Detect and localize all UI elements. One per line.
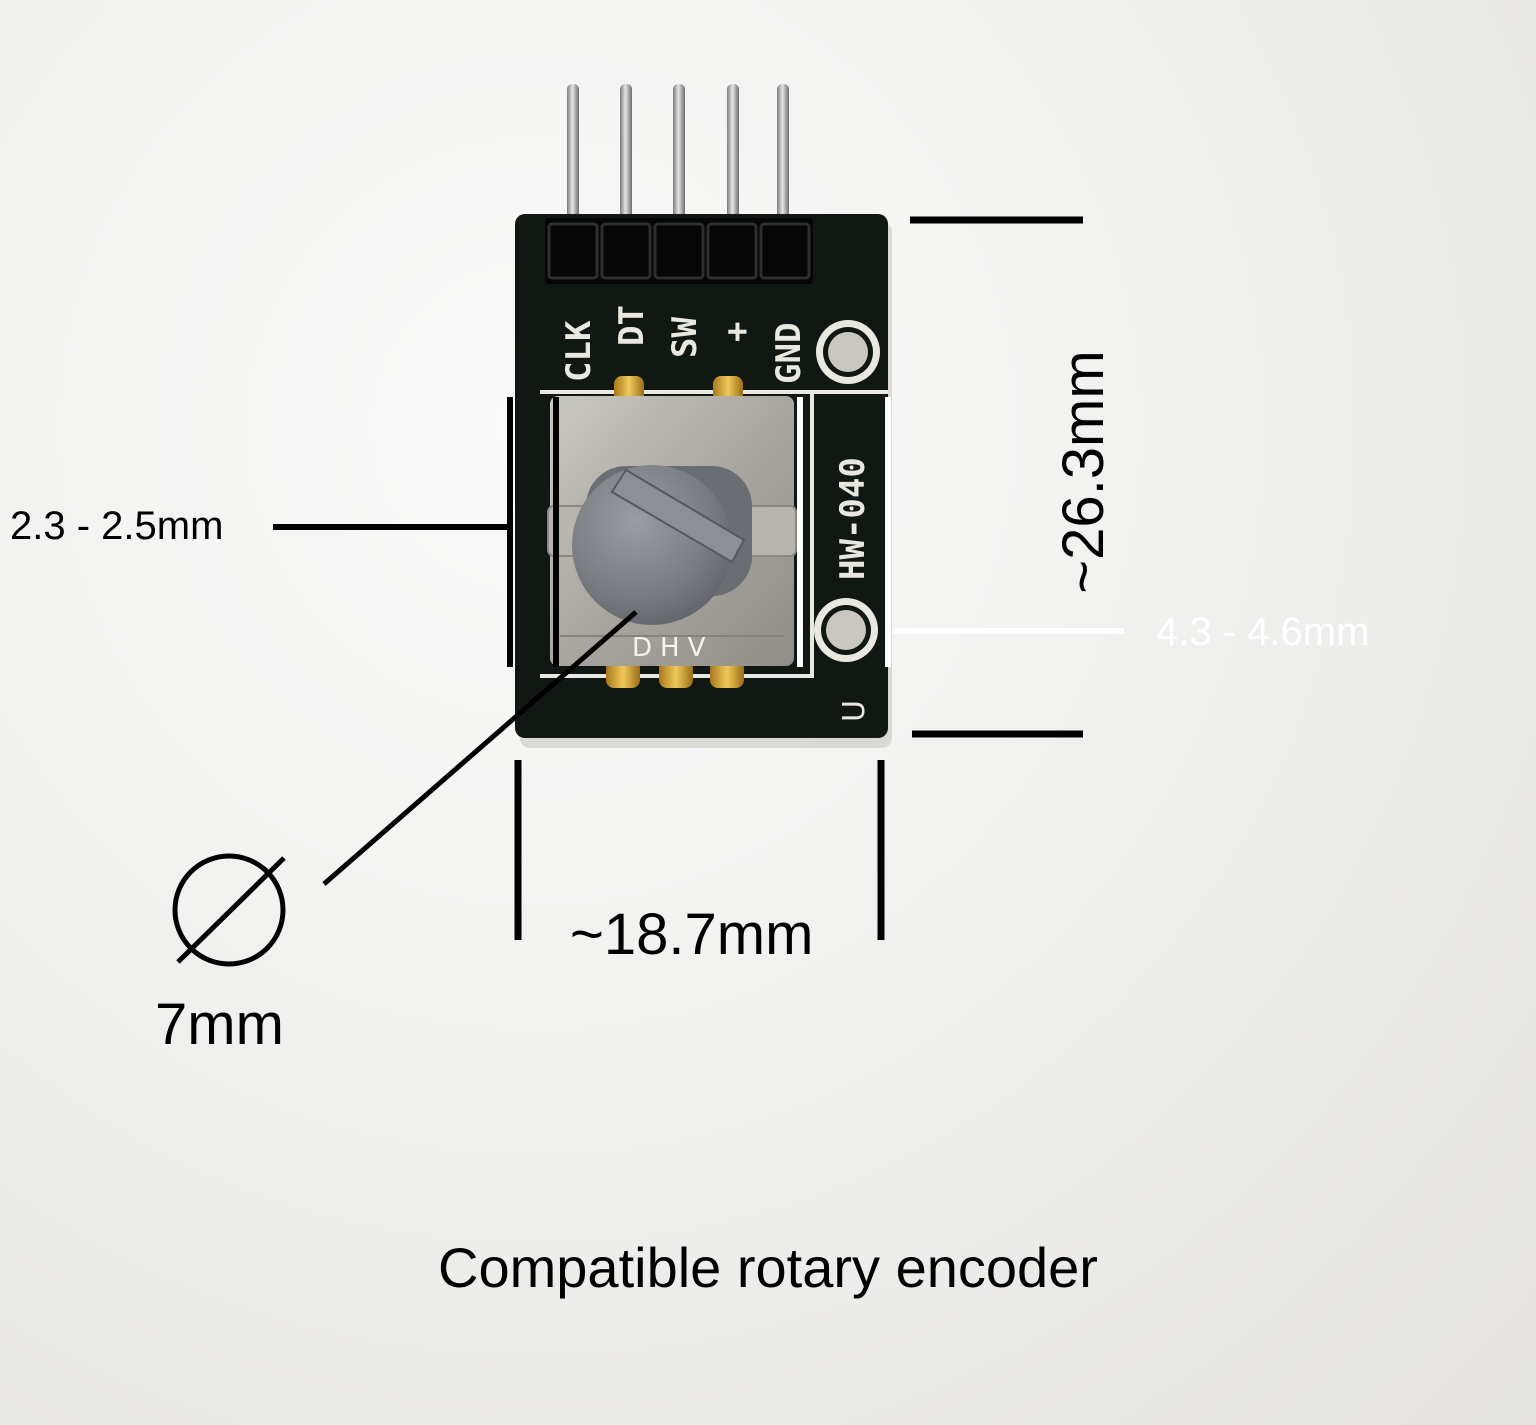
- header-pin: [673, 84, 685, 254]
- pin-header: [545, 218, 813, 284]
- pin-label-gnd: GND: [769, 323, 809, 384]
- mount-offset-indicator: [797, 397, 1124, 667]
- shaft-diameter-label: 7mm: [155, 992, 284, 1057]
- header-pin: [620, 84, 632, 254]
- shaft-diameter-indicator: [172, 610, 638, 967]
- board-width-label: ~18.7mm: [570, 902, 814, 967]
- caption: Compatible rotary encoder: [438, 1236, 1098, 1299]
- header-pins: [567, 84, 789, 254]
- shaft-flat-height-label: 2.3 - 2.5mm: [10, 504, 224, 548]
- board-width-indicator: [514, 760, 885, 940]
- board-height-indicator: [910, 216, 1083, 738]
- header-pin: [567, 84, 579, 254]
- board-model: HW-040: [833, 457, 873, 580]
- mounting-hole-top: [816, 320, 880, 384]
- header-cells: [547, 222, 811, 280]
- mount-offset-label: 4.3 - 4.6mm: [1156, 610, 1370, 654]
- mounting-hole-bottom: [814, 598, 878, 662]
- diameter-symbol-icon: [172, 853, 286, 967]
- pin-label-sw: SW: [665, 317, 705, 358]
- encoder-knob: [572, 465, 752, 625]
- board-height-label: ~26.3mm: [1051, 350, 1116, 594]
- corner-mark: U: [837, 700, 872, 722]
- encoder-bottom-legs: [606, 660, 744, 688]
- header-pin: [727, 84, 739, 254]
- pin-label-dt: DT: [612, 305, 652, 346]
- pin-label-clk: CLK: [559, 320, 599, 382]
- shaft-flat-indicator: [273, 397, 559, 667]
- encoder-mark: DHV: [632, 633, 713, 663]
- pin-label-plus: +: [717, 322, 757, 342]
- header-pin: [777, 84, 789, 254]
